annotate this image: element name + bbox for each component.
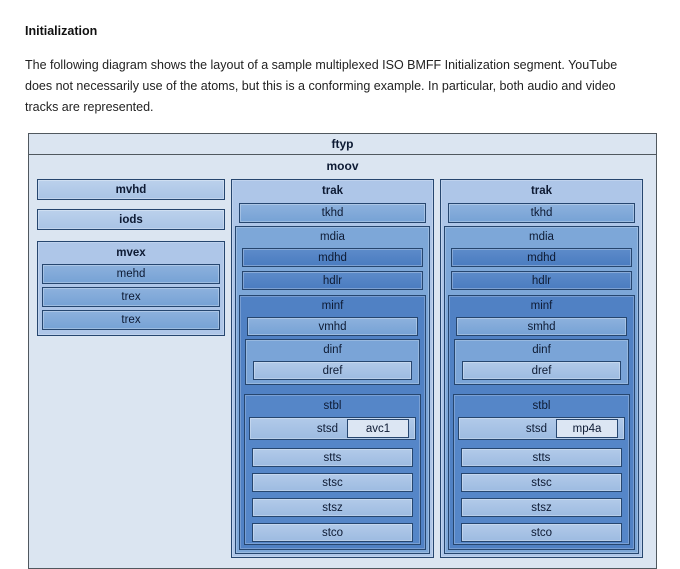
vmhd-box: vmhd	[247, 317, 418, 336]
mdia-label: mdia	[320, 231, 345, 243]
stbl-box: stbl stsd mp4a stts stsc stsz stco	[453, 394, 630, 545]
minf-label: minf	[530, 300, 553, 312]
dinf-box: dinf dref	[245, 339, 420, 385]
intro-paragraph: The following diagram shows the layout o…	[25, 58, 618, 114]
trak-audio-label: trak	[530, 185, 553, 197]
dinf-label: dinf	[532, 344, 551, 356]
trak-video-label: trak	[321, 185, 344, 197]
moov-columns: mvhd iods mvex mehd trex trex trak tkhd …	[29, 177, 656, 568]
mvhd-box: mvhd	[37, 179, 225, 200]
page-title: Initialization	[25, 24, 98, 38]
mdia-box: mdia mdhd hdlr minf vmhd dinf dref stbl	[235, 226, 430, 554]
stbl-box: stbl stsd avc1 stts stsc stsz stco	[244, 394, 421, 545]
mdhd-box: mdhd	[242, 248, 423, 267]
mdhd-box: mdhd	[451, 248, 632, 267]
bmff-initialization-diagram: ftyp moov mvhd iods mvex mehd trex trex	[28, 133, 657, 569]
trak-audio-box: trak tkhd mdia mdhd hdlr minf smhd dinf …	[440, 179, 643, 558]
stbl-label: stbl	[323, 400, 342, 412]
stsd-label: stsd	[525, 422, 547, 435]
trak-video-box: trak tkhd mdia mdhd hdlr minf vmhd dinf …	[231, 179, 434, 558]
minf-label: minf	[321, 300, 344, 312]
smhd-box: smhd	[456, 317, 627, 336]
stbl-label: stbl	[532, 400, 551, 412]
avc1-sample-entry-box: avc1	[347, 419, 409, 438]
hdlr-box: hdlr	[451, 271, 632, 290]
minf-box: minf smhd dinf dref stbl stsd mp4a	[448, 295, 635, 550]
dref-box: dref	[253, 361, 412, 380]
stts-box: stts	[252, 448, 413, 467]
stts-box: stts	[461, 448, 622, 467]
stco-box: stco	[252, 523, 413, 542]
dref-box: dref	[462, 361, 621, 380]
stsc-box: stsc	[461, 473, 622, 492]
mp4a-sample-entry-box: mp4a	[556, 419, 618, 438]
stsz-box: stsz	[461, 498, 622, 517]
tkhd-box: tkhd	[448, 203, 635, 223]
dinf-label: dinf	[323, 344, 342, 356]
stsd-box: stsd avc1	[249, 417, 416, 440]
moov-label: moov	[326, 159, 359, 173]
minf-box: minf vmhd dinf dref stbl stsd avc1	[239, 295, 426, 550]
ftyp-box: ftyp	[29, 134, 656, 155]
mvex-label: mvex	[116, 247, 146, 259]
mdia-box: mdia mdhd hdlr minf smhd dinf dref stbl	[444, 226, 639, 554]
trex-box: trex	[42, 310, 220, 330]
stsz-box: stsz	[252, 498, 413, 517]
iods-box: iods	[37, 209, 225, 230]
stsc-box: stsc	[252, 473, 413, 492]
trex-box: trex	[42, 287, 220, 307]
moov-box: moov mvhd iods mvex mehd trex trex trak	[29, 155, 656, 568]
stsd-box: stsd mp4a	[458, 417, 625, 440]
mehd-box: mehd	[42, 264, 220, 284]
hdlr-box: hdlr	[242, 271, 423, 290]
tkhd-box: tkhd	[239, 203, 426, 223]
movie-boxes-column: mvhd iods mvex mehd trex trex	[37, 179, 225, 558]
dinf-box: dinf dref	[454, 339, 629, 385]
stsd-label: stsd	[316, 422, 338, 435]
stco-box: stco	[461, 523, 622, 542]
mvex-box: mvex mehd trex trex	[37, 241, 225, 336]
mdia-label: mdia	[529, 231, 554, 243]
